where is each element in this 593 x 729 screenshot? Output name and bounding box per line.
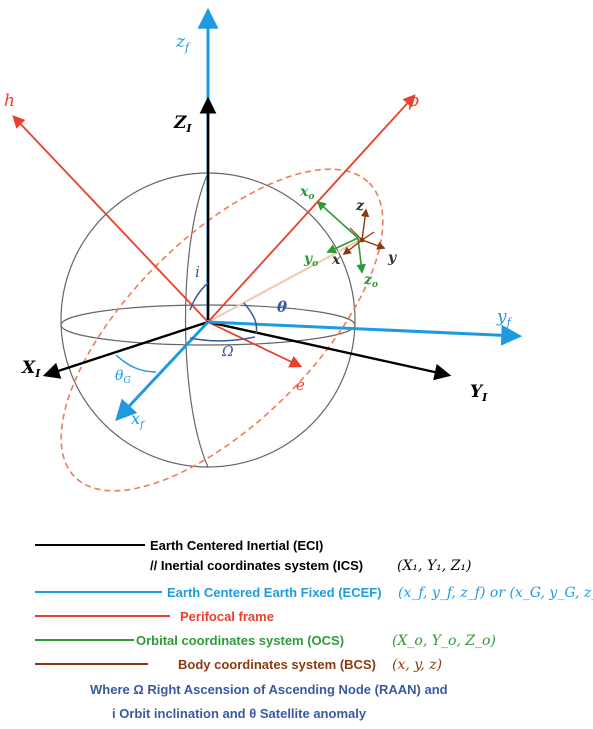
legend-ics-label: // Inertial coordinates system (ICS) [150, 558, 363, 573]
body-x-label: x [331, 252, 341, 268]
inclination-arc [189, 282, 209, 311]
satellite-frames [316, 200, 386, 274]
body-x-axis [342, 239, 363, 256]
legend-perifocal-label: Perifocal frame [180, 609, 274, 624]
orbital-z-label: zo [363, 272, 378, 290]
legend-bcs-label: Body coordinates system (BCS) [178, 657, 376, 672]
body-y-label: y [387, 250, 397, 266]
orbital-z-axis [356, 237, 366, 274]
satellite-point [359, 237, 365, 243]
ecef-y-axis [207, 320, 523, 346]
legend-ocs-math: (X_o, Y_o, Z_o) [392, 633, 496, 649]
eci-z-label: ZI [173, 113, 192, 135]
legend-bcs-math: (x, y, z) [392, 657, 442, 673]
body-z-axis [360, 208, 370, 241]
legend: Earth Centered Inertial (ECI) // Inertia… [35, 538, 593, 721]
perifocal-h-axis [12, 115, 209, 323]
legend-ecef-math: (x_f, y_f, z_f) or (x_G, y_G, z_G) [398, 585, 593, 601]
perifocal-p-axis [207, 94, 416, 323]
perifocal-e-label: e [296, 376, 305, 394]
legend-eci-label: Earth Centered Inertial (ECI) [150, 538, 323, 553]
meridian [184, 172, 209, 468]
greenwich-label: θG [115, 368, 131, 386]
anomaly-label: θ [277, 298, 287, 316]
orbit-ellipse [60, 168, 384, 492]
ecef-x-label: xf [131, 409, 146, 431]
raan-label: Ω [221, 344, 234, 360]
legend-ecef-label: Earth Centered Earth Fixed (ECEF) [167, 585, 382, 600]
legend-note-line2: i Orbit inclination and θ Satellite anom… [112, 706, 367, 721]
body-z-label: z [355, 198, 365, 214]
body-y-axis [361, 239, 386, 250]
eci-y-axis [207, 320, 452, 381]
orbital-y-label: yo [303, 251, 318, 269]
eci-x-axis [42, 320, 209, 379]
eci-x-label: XI [21, 358, 41, 380]
orbital-x-label: xo [299, 184, 314, 202]
raan-arc [189, 336, 256, 342]
ecef-z-label: zf [175, 32, 191, 54]
legend-ics-math: (X₁, Y₁, Z₁) [397, 558, 472, 574]
inclination-label: i [195, 263, 200, 281]
greenwich-arc [115, 354, 157, 373]
orbital-y-axis [326, 237, 359, 254]
body-aux-line [349, 227, 363, 241]
anomaly-arc [243, 302, 258, 335]
perifocal-e-axis [207, 321, 303, 368]
perifocal-p-label: p [408, 91, 419, 111]
orbital-x-axis [316, 200, 359, 239]
legend-note-line1: Where Ω Right Ascension of Ascending Nod… [90, 682, 448, 697]
ecef-y-label: yf [496, 307, 513, 329]
satellite-position-line [207, 239, 361, 323]
eci-y-label: YI [470, 382, 488, 404]
perifocal-h-label: h [4, 91, 15, 111]
legend-ocs-label: Orbital coordinates system (OCS) [136, 633, 344, 648]
